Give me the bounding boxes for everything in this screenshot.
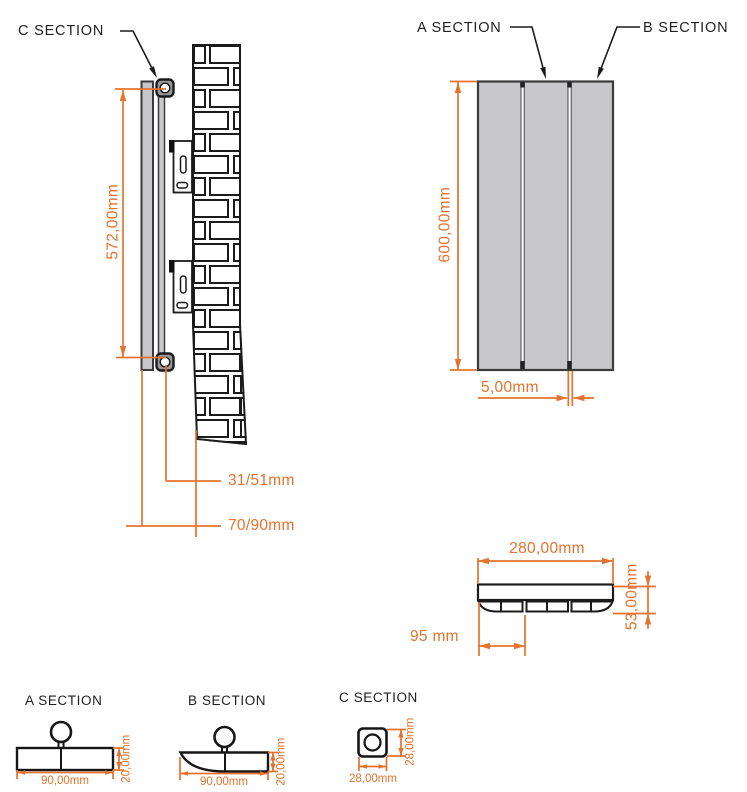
dimension-arrows: [17, 82, 652, 776]
dim-section-b-height: 20,00mm: [275, 737, 288, 786]
dim-section-c-width: 28,00mm: [349, 773, 397, 785]
side-view-section-label: C SECTION: [18, 23, 105, 39]
wall-bracket-bottom: [169, 260, 193, 314]
radiator-front-view: [476, 80, 615, 372]
dim-section-b-width: 90,00mm: [200, 776, 248, 788]
radiator-plan-view: [476, 583, 615, 613]
section-b-detail: [178, 725, 270, 773]
dim-panel-gap: 5,00mm: [481, 379, 539, 396]
section-a-detail: [15, 720, 115, 772]
dim-plan-width: 280,00mm: [509, 540, 585, 557]
dim-section-c-height: 28,00mm: [404, 717, 417, 766]
front-view-a-section-label: A SECTION: [417, 20, 502, 36]
dim-side-height: 572,00mm: [104, 183, 122, 260]
section-a-label: A SECTION: [25, 693, 103, 708]
dim-panel-pitch: 95 mm: [410, 628, 459, 645]
dim-pipe-to-wall: 31/51mm: [228, 472, 295, 489]
front-view-b-section-label: B SECTION: [643, 20, 729, 36]
brick-wall: [192, 44, 248, 446]
section-c-label: C SECTION: [339, 690, 418, 705]
section-c-detail: [357, 727, 388, 758]
dim-face-to-wall: 70/90mm: [228, 517, 295, 534]
section-b-label: B SECTION: [188, 693, 267, 708]
wall-bracket-top: [169, 140, 193, 194]
dim-section-a-height: 20,00mm: [120, 734, 133, 783]
section-leader-arrows: [149, 66, 604, 79]
radiator-side-view: [140, 78, 175, 372]
dim-plan-depth: 53,00mm: [623, 563, 641, 631]
dim-front-height: 600,00mm: [436, 186, 454, 263]
dim-section-a-width: 90,00mm: [41, 775, 89, 787]
section-leaders: [120, 26, 640, 69]
